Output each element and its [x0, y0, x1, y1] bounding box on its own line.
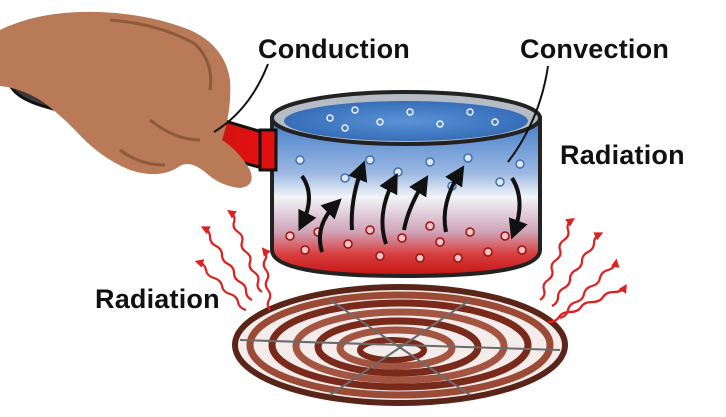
saucepan-icon	[270, 90, 542, 279]
convection-label: Convection	[520, 34, 670, 64]
leader-lines	[213, 63, 549, 163]
radiation-label-left: Radiation	[95, 284, 220, 314]
electric-coil-burner-icon	[232, 284, 568, 406]
radiation-wave-icon	[194, 210, 272, 312]
hand-icon	[0, 11, 252, 189]
radiation-label-right: Radiation	[560, 140, 685, 170]
radiation-wave-icon	[539, 218, 627, 324]
conduction-label: Conduction	[258, 34, 410, 64]
convection-arrow-icon	[298, 160, 528, 253]
